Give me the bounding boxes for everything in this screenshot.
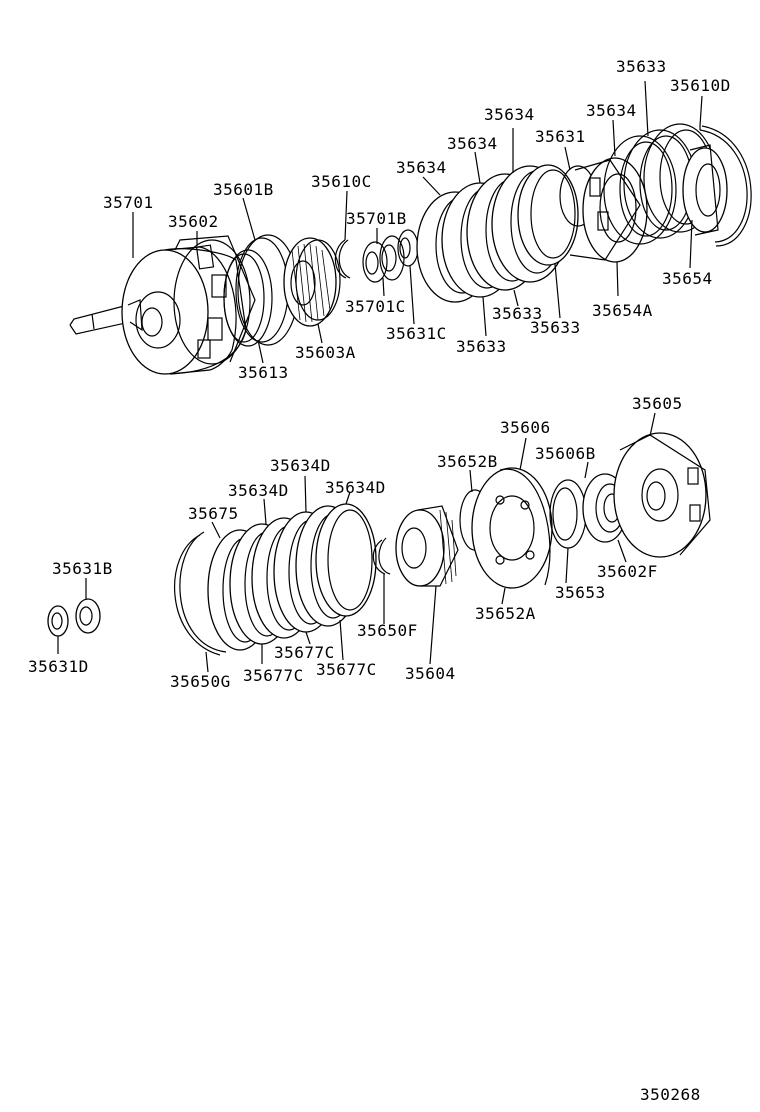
leader-lines-lower xyxy=(57,412,656,673)
label-35631C: 35631C xyxy=(386,324,447,343)
part-35610C-snap-ring xyxy=(334,239,351,279)
part-35605-drum xyxy=(613,432,711,558)
label-35605: 35605 xyxy=(632,394,683,413)
part-35653-race xyxy=(549,479,587,549)
label-35634D-a: 35634D xyxy=(270,456,331,475)
label-35633-c: 35633 xyxy=(530,318,581,337)
label-35631B: 35631B xyxy=(52,559,113,578)
part-35631C-washer xyxy=(397,229,419,267)
label-35701C: 35701C xyxy=(345,297,406,316)
label-35652A: 35652A xyxy=(475,604,536,623)
part-35613-seal xyxy=(223,249,273,347)
part-35610D-snap-ring xyxy=(699,125,752,247)
part-35654-hub xyxy=(682,144,728,236)
leader-lines-upper xyxy=(132,80,703,364)
label-35650G: 35650G xyxy=(170,672,231,691)
label-35652B: 35652B xyxy=(437,452,498,471)
part-35652-planetary-carrier xyxy=(459,467,553,589)
label-35677C-b: 35677C xyxy=(243,666,304,685)
label-35634-a: 35634 xyxy=(396,158,447,177)
label-35634D-b: 35634D xyxy=(228,481,289,500)
label-35634-c: 35634 xyxy=(484,105,535,124)
label-35650F: 35650F xyxy=(357,621,418,640)
label-35675: 35675 xyxy=(188,504,239,523)
part-clutch-plate-stack xyxy=(416,164,579,303)
label-35634-d: 35634 xyxy=(586,101,637,120)
label-35606B: 35606B xyxy=(535,444,596,463)
part-35602-clutch-drum xyxy=(173,235,256,365)
label-35631: 35631 xyxy=(535,127,586,146)
part-35631B-bearing xyxy=(75,598,101,634)
label-35633-d: 35633 xyxy=(456,337,507,356)
label-35634D-c: 35634D xyxy=(325,478,386,497)
label-35677C-a: 35677C xyxy=(274,643,335,662)
label-35701: 35701 xyxy=(103,193,154,212)
label-35610C: 35610C xyxy=(311,172,372,191)
part-35701-shaft-drum xyxy=(69,246,247,375)
label-35701B: 35701B xyxy=(346,209,407,228)
label-35606: 35606 xyxy=(500,418,551,437)
label-35654A: 35654A xyxy=(592,301,653,320)
part-number-labels: 35701 35602 35601B 35613 35603A 35610C 3… xyxy=(28,57,731,1104)
label-35603A: 35603A xyxy=(295,343,356,362)
label-35633-a: 35633 xyxy=(616,57,667,76)
label-35602F: 35602F xyxy=(597,562,658,581)
label-35610D: 35610D xyxy=(670,76,731,95)
figure-number: 350268 xyxy=(640,1085,701,1104)
part-35650G-snap-ring xyxy=(174,531,227,656)
label-35613: 35613 xyxy=(238,363,289,382)
label-35602: 35602 xyxy=(168,212,219,231)
part-35650F-snap-ring xyxy=(372,537,391,575)
label-35601B: 35601B xyxy=(213,180,274,199)
label-35677C-c: 35677C xyxy=(316,660,377,679)
part-lower-plate-stack xyxy=(207,503,377,651)
label-35633-b: 35633 xyxy=(492,304,543,323)
part-35603A-one-way-clutch xyxy=(283,237,341,327)
part-35604-sun-gear xyxy=(395,505,459,587)
label-35604: 35604 xyxy=(405,664,456,683)
label-35653: 35653 xyxy=(555,583,606,602)
part-35654A-hub xyxy=(569,157,648,263)
label-35631D: 35631D xyxy=(28,657,89,676)
label-35654: 35654 xyxy=(662,269,713,288)
part-35631D-washer xyxy=(47,605,69,637)
label-35634-b: 35634 xyxy=(447,134,498,153)
